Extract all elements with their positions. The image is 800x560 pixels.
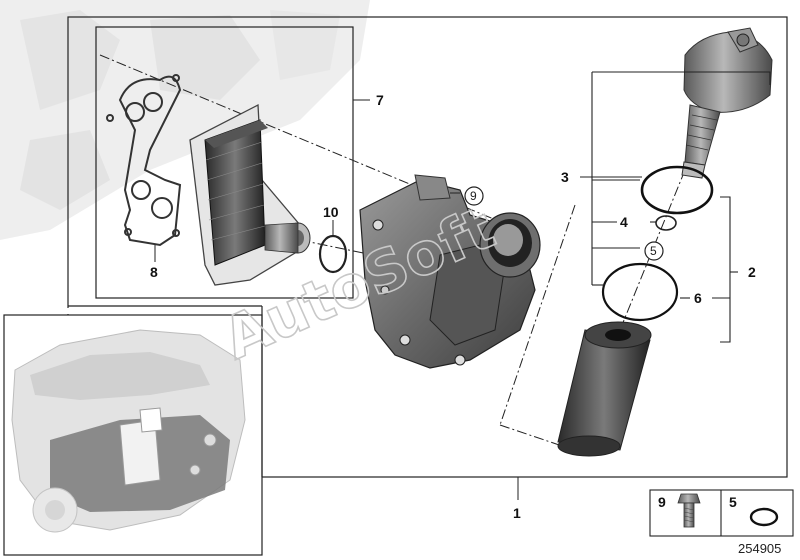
bolt-icon bbox=[677, 493, 701, 528]
leader-lines bbox=[154, 99, 519, 500]
callout-8: 8 bbox=[150, 264, 158, 280]
callout-circle-9 bbox=[464, 186, 484, 206]
oil-cooler bbox=[189, 103, 311, 286]
legend-box: 9 5 bbox=[649, 489, 794, 537]
oil-filter-housing bbox=[359, 174, 541, 369]
gasket-part-8 bbox=[106, 74, 182, 247]
engine-overview-illustration bbox=[11, 329, 246, 533]
callout-6: 6 bbox=[694, 290, 702, 306]
o-ring-part-3 bbox=[640, 165, 714, 215]
legend-ring-number: 5 bbox=[729, 494, 737, 510]
callout-circle-5 bbox=[644, 241, 664, 261]
callout-4: 4 bbox=[620, 214, 628, 230]
sealing-ring-icon bbox=[749, 507, 779, 527]
o-ring-part-4 bbox=[655, 215, 677, 231]
callout-10: 10 bbox=[323, 204, 339, 220]
callout-5: 5 bbox=[650, 244, 657, 258]
callout-2: 2 bbox=[748, 264, 756, 280]
callout-3: 3 bbox=[561, 169, 569, 185]
o-ring-part-6 bbox=[601, 262, 679, 322]
engine-block-background bbox=[0, 0, 370, 240]
frame-part-7 bbox=[95, 26, 354, 299]
frame-part-1 bbox=[67, 16, 788, 478]
oil-filter-element bbox=[557, 321, 652, 457]
group-2-bracket bbox=[580, 71, 771, 343]
legend-bolt-number: 9 bbox=[658, 494, 666, 510]
diagram-number: 254905 bbox=[738, 541, 781, 556]
callout-7: 7 bbox=[376, 92, 384, 108]
callout-1: 1 bbox=[513, 505, 521, 521]
callout-9: 9 bbox=[470, 189, 477, 203]
oil-filter-cap bbox=[681, 27, 773, 179]
